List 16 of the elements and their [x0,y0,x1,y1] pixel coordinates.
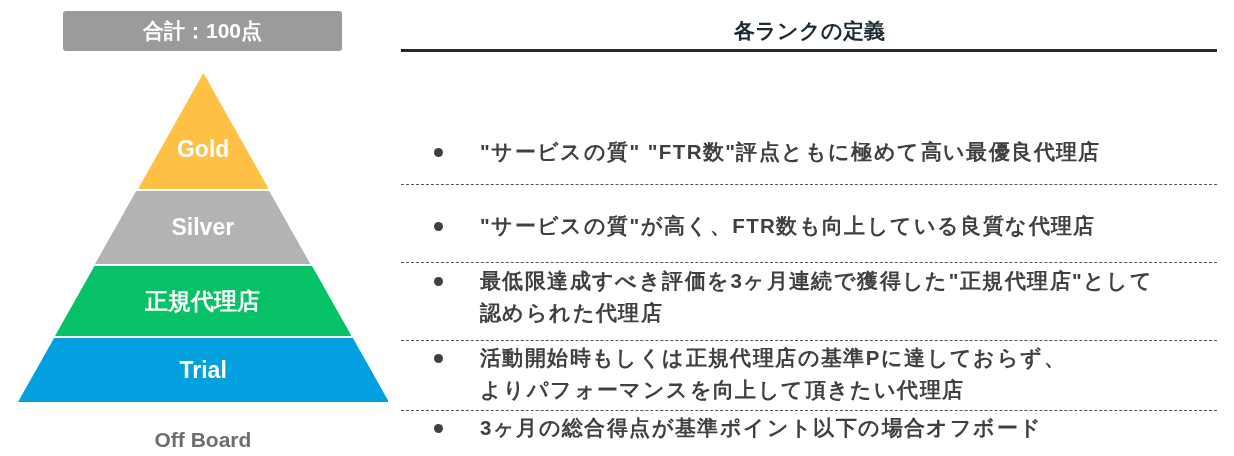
pyramid-tier [95,191,311,264]
definition-text: "サービスの質" "FTR数"評点ともに極めて高い最優良代理店 [480,139,1101,165]
definition-text: "サービスの質"が高く、FTR数も向上している良質な代理店 [480,213,1096,240]
pyramid-tier [54,266,352,336]
section-heading: 各ランクの定義 [733,18,885,44]
rank-label: Trial [179,356,227,384]
pyramid-apex-tier [137,73,269,189]
rank-label: Off Board [154,427,252,453]
rank-label: Gold [177,135,230,163]
definition-text: 最低限達成すべき評価を3ヶ月連続で獲得した"正規代理店"として認められた代理店 [480,268,1155,326]
score-header-box: 合計：100点 [63,11,342,51]
definition-text: 3ヶ月の総合得点が基準ポイント以下の場合オフボード [480,415,1043,441]
rank-label: Silver [171,213,235,241]
definition-text: 活動開始時もしくは正規代理店の基準Pに達しておらず、よりパフォーマンスを向上して頂きたい代理店 [480,345,1068,403]
rank-label: 正規代理店 [145,287,261,315]
pyramid-tier [17,338,389,402]
